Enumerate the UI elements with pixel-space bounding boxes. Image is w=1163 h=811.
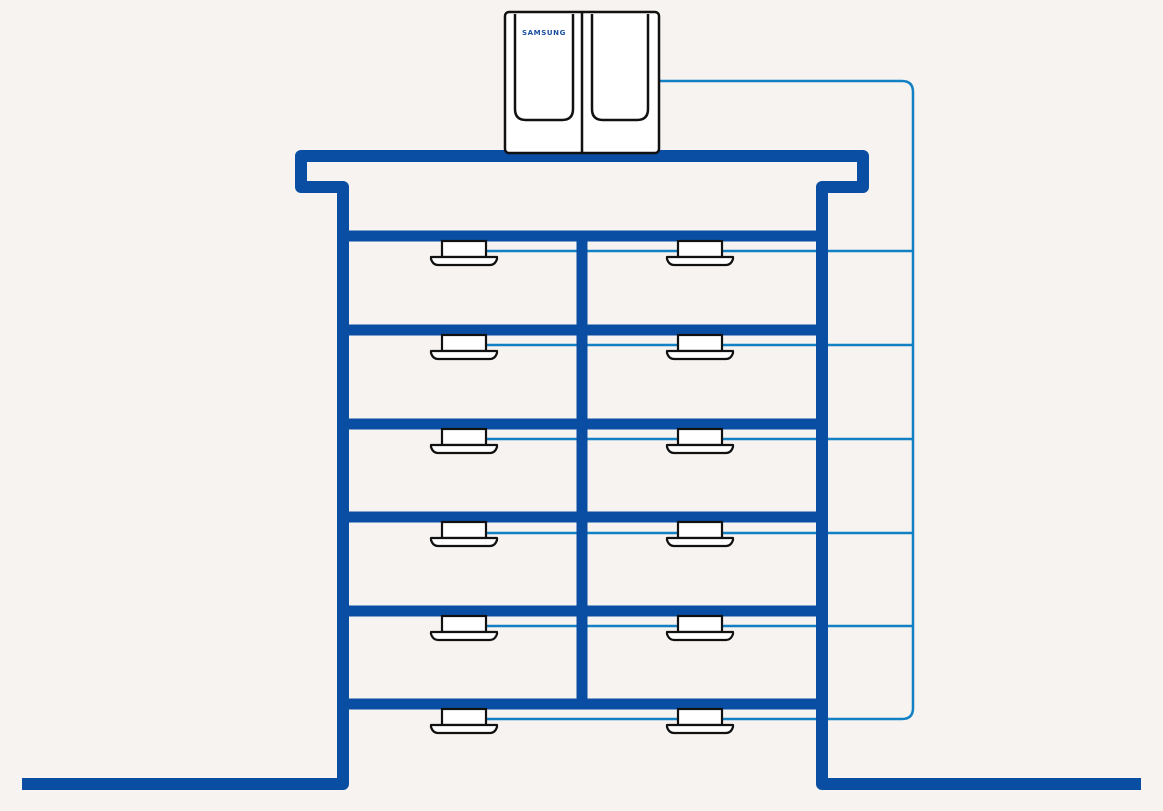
- indoor-unit: [429, 333, 499, 361]
- outdoor-unit: SAMSUNG: [503, 10, 661, 155]
- indoor-unit-panel: [665, 630, 735, 642]
- indoor-unit-panel: [429, 630, 499, 642]
- indoor-unit: [665, 520, 735, 548]
- indoor-unit-body: [440, 520, 488, 540]
- indoor-unit-body: [676, 427, 724, 447]
- indoor-unit-panel: [429, 349, 499, 361]
- brand-logo: SAMSUNG: [522, 29, 566, 37]
- indoor-unit: [665, 707, 735, 735]
- indoor-unit-body: [676, 239, 724, 259]
- outdoor-unit-right-panel: [590, 14, 650, 122]
- indoor-unit-body: [440, 239, 488, 259]
- indoor-unit: [429, 427, 499, 455]
- outdoor-unit-left-panel: [513, 14, 575, 122]
- indoor-unit-body: [440, 427, 488, 447]
- indoor-unit-panel: [429, 255, 499, 267]
- building-structure: [22, 150, 1141, 790]
- indoor-unit-panel: [665, 255, 735, 267]
- indoor-unit-body: [676, 520, 724, 540]
- indoor-unit-panel: [665, 536, 735, 548]
- indoor-unit-panel: [665, 349, 735, 361]
- indoor-unit-panel: [429, 536, 499, 548]
- indoor-unit-body: [440, 707, 488, 727]
- indoor-unit-body: [676, 707, 724, 727]
- indoor-unit-panel: [665, 443, 735, 455]
- indoor-unit: [665, 427, 735, 455]
- indoor-unit: [665, 333, 735, 361]
- indoor-unit: [429, 614, 499, 642]
- indoor-unit-panel: [429, 723, 499, 735]
- indoor-unit: [429, 239, 499, 267]
- indoor-unit: [665, 614, 735, 642]
- indoor-unit: [429, 707, 499, 735]
- roof-and-outer-walls: [295, 150, 869, 790]
- indoor-unit: [665, 239, 735, 267]
- indoor-unit-body: [440, 333, 488, 353]
- indoor-unit-body: [676, 614, 724, 634]
- indoor-unit-panel: [665, 723, 735, 735]
- indoor-unit-body: [676, 333, 724, 353]
- indoor-units: [429, 239, 735, 735]
- indoor-unit: [429, 520, 499, 548]
- indoor-unit-body: [440, 614, 488, 634]
- main-riser-pipe: [660, 79, 915, 721]
- indoor-unit-panel: [429, 443, 499, 455]
